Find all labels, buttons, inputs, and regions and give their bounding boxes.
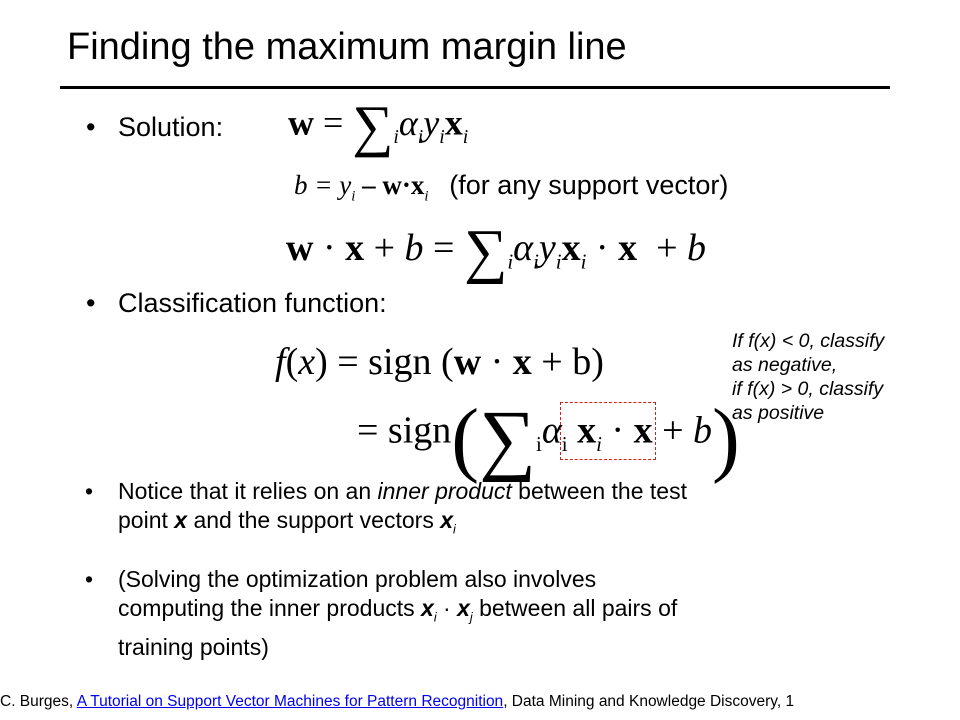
notice-text: between the test xyxy=(511,478,687,504)
solving-text: between all pairs of xyxy=(472,595,678,621)
citation-prefix: C. Burges, xyxy=(0,693,77,710)
equation-sign-sum: = sign(∑iαi xi · x + b) xyxy=(357,393,740,485)
citation-footer: C. Burges, A Tutorial on Support Vector … xyxy=(0,693,794,711)
solving-line: (Solving the optimization problem also i… xyxy=(118,566,597,592)
tutorial-link[interactable]: A Tutorial on Support Vector Machines fo… xyxy=(76,693,504,710)
note-line: If f(x) < 0, classify xyxy=(732,330,885,352)
solving-dot: · xyxy=(436,595,458,621)
classification-label: Classification function: xyxy=(118,288,387,318)
note-line: if f(x) > 0, classify xyxy=(732,378,884,400)
bullet-dot: • xyxy=(85,566,94,592)
equation-fx: f(x) = sign (w · x + b) xyxy=(275,341,604,383)
citation-suffix: , Data Mining and Knowledge Discovery, 1 xyxy=(503,693,795,710)
solving-xi: x xyxy=(421,595,434,621)
b-expr-b: b = y xyxy=(294,170,352,200)
notice-text: and the support vectors xyxy=(187,507,441,533)
b-equation: b = yi – w·xi (for any support vector) xyxy=(294,170,728,205)
notice-x: x xyxy=(174,507,188,533)
inner-product-highlight-box xyxy=(560,402,656,460)
bullet-dot: • xyxy=(86,288,96,318)
equation-w: w = ∑iαiyixi xyxy=(288,95,469,158)
bullet-dot: • xyxy=(85,478,94,504)
any-support-text: (for any support vector) xyxy=(449,170,729,200)
b-expr-rest: – w·x xyxy=(355,170,425,200)
title-underline xyxy=(60,86,890,89)
bullet-solution: • Solution: xyxy=(86,112,224,143)
notice-paragraph: • Notice that it relies on an inner prod… xyxy=(85,477,687,545)
bullet-classification: • Classification function: xyxy=(86,288,387,319)
note-line: as negative, xyxy=(732,354,838,376)
bullet-dot: • xyxy=(86,112,96,142)
solving-xj: x xyxy=(457,595,470,621)
notice-emphasis: inner product xyxy=(377,478,512,504)
solving-xj-sub: j xyxy=(469,610,473,625)
note-line: as positive xyxy=(732,402,825,424)
solving-xi-sub: i xyxy=(433,610,437,625)
notice-text: point xyxy=(118,507,175,533)
slide-title: Finding the maximum margin line xyxy=(67,26,627,68)
notice-xi: x xyxy=(440,507,454,533)
equation-decision: w · x + b = ∑iαiyixi · x + b xyxy=(286,218,706,285)
notice-text: Notice that it relies on an xyxy=(118,478,378,504)
solving-text: computing the inner products xyxy=(118,595,422,621)
b-expr-sub-i2: i xyxy=(424,188,429,205)
solving-paragraph: • (Solving the optimization problem also… xyxy=(85,565,678,662)
solving-line: training points) xyxy=(118,633,269,660)
classification-note: If f(x) < 0, classify as negative, if f(… xyxy=(732,329,884,425)
b-expr-sub-i: i xyxy=(351,188,356,205)
notice-xi-sub: i xyxy=(453,522,456,537)
solution-label: Solution: xyxy=(118,112,224,142)
